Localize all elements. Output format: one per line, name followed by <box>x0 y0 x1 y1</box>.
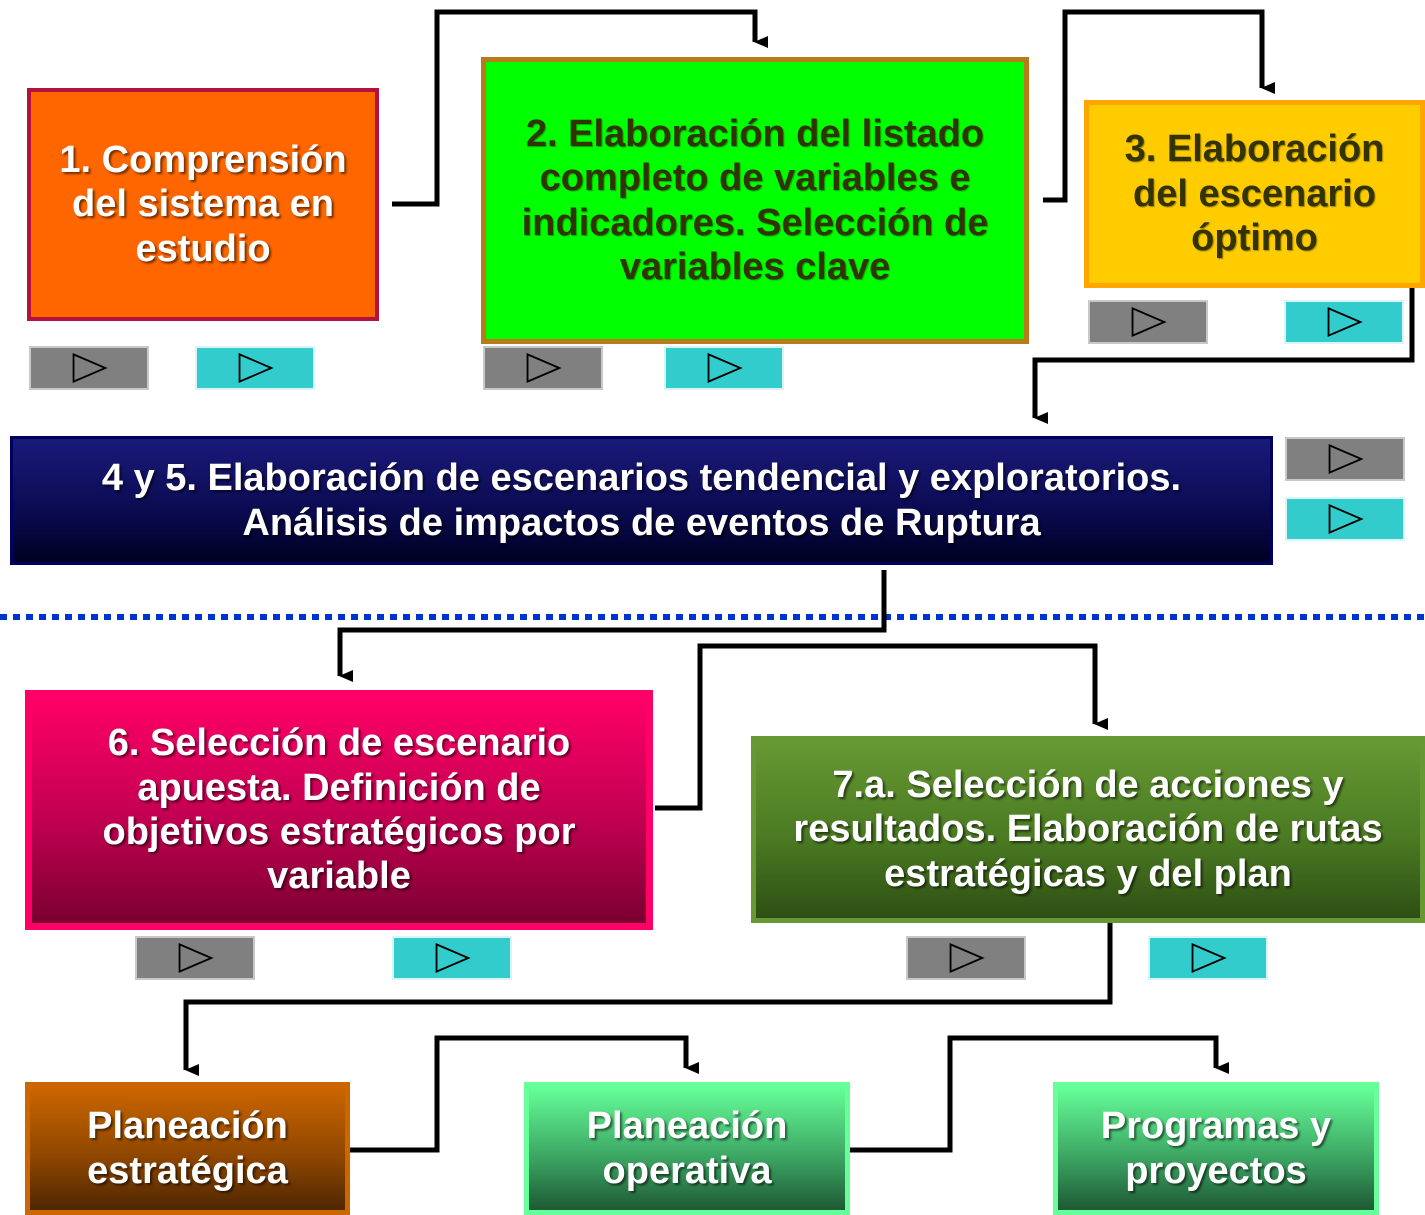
play-triangle-icon <box>1328 503 1364 535</box>
connector-pe-po <box>350 1035 699 1153</box>
step-1-nav-teal-button[interactable] <box>195 346 315 390</box>
connector-45-6 <box>337 570 887 682</box>
connector-6-7a <box>655 643 1108 811</box>
step-7a-nav-gray-button[interactable] <box>906 936 1026 980</box>
play-triangle-icon <box>238 352 274 384</box>
play-triangle-icon <box>1131 306 1167 338</box>
step-3-label: 3. Elaboración del escenario óptimo <box>1124 128 1385 260</box>
step-6-label: 6. Selección de escenario apuesta. Defin… <box>102 722 576 898</box>
step-1-label: 1. Comprensión del sistema en estudio <box>59 138 347 270</box>
connector-2-3 <box>1043 9 1275 203</box>
play-triangle-icon <box>72 352 108 384</box>
step-45-nav-gray-button[interactable] <box>1285 437 1405 481</box>
play-triangle-icon <box>1191 942 1227 974</box>
play-triangle-icon <box>526 352 562 384</box>
step-7a-nav-teal-button[interactable] <box>1148 936 1268 980</box>
step-3-nav-teal-button[interactable] <box>1284 300 1404 344</box>
step-3-box: 3. Elaboración del escenario óptimo <box>1084 100 1425 288</box>
step-6-nav-teal-button[interactable] <box>392 936 512 980</box>
step-3-nav-gray-button[interactable] <box>1088 300 1208 344</box>
step-1-box: 1. Comprensión del sistema en estudio <box>27 88 379 321</box>
connector-3-45 <box>1032 288 1415 424</box>
step-45-box: 4 y 5. Elaboración de escenarios tendenc… <box>10 436 1273 565</box>
step-2-nav-gray-button[interactable] <box>483 346 603 390</box>
programas-proyectos-box: Programas y proyectos <box>1053 1082 1379 1215</box>
step-6-nav-gray-button[interactable] <box>135 936 255 980</box>
step-45-nav-teal-button[interactable] <box>1285 497 1405 541</box>
play-triangle-icon <box>949 942 985 974</box>
step-2-box: 2. Elaboración del listado completo de v… <box>481 57 1029 344</box>
planeacion-operativa-label: Planeación operativa <box>586 1105 788 1192</box>
play-triangle-icon <box>1327 306 1363 338</box>
connector-7a-pe <box>183 922 1113 1076</box>
play-triangle-icon <box>1328 443 1364 475</box>
step-7a-box: 7.a. Selección de acciones y resultados.… <box>751 736 1425 923</box>
step-7a-label: 7.a. Selección de acciones y resultados.… <box>793 763 1383 895</box>
planeacion-operativa-box: Planeación operativa <box>524 1082 850 1215</box>
connector-po-pp <box>850 1035 1229 1153</box>
programas-proyectos-label: Programas y proyectos <box>1100 1105 1332 1192</box>
play-triangle-icon <box>435 942 471 974</box>
play-triangle-icon <box>178 942 214 974</box>
planeacion-estrategica-box: Planeación estratégica <box>25 1082 350 1215</box>
step-6-box: 6. Selección de escenario apuesta. Defin… <box>25 690 653 930</box>
step-2-label: 2. Elaboración del listado completo de v… <box>521 112 989 288</box>
step-45-label: 4 y 5. Elaboración de escenarios tendenc… <box>101 457 1182 544</box>
step-1-nav-gray-button[interactable] <box>29 346 149 390</box>
play-triangle-icon <box>707 352 743 384</box>
connector-1-2 <box>392 9 768 207</box>
planeacion-estrategica-label: Planeación estratégica <box>87 1105 288 1192</box>
step-2-nav-teal-button[interactable] <box>664 346 784 390</box>
